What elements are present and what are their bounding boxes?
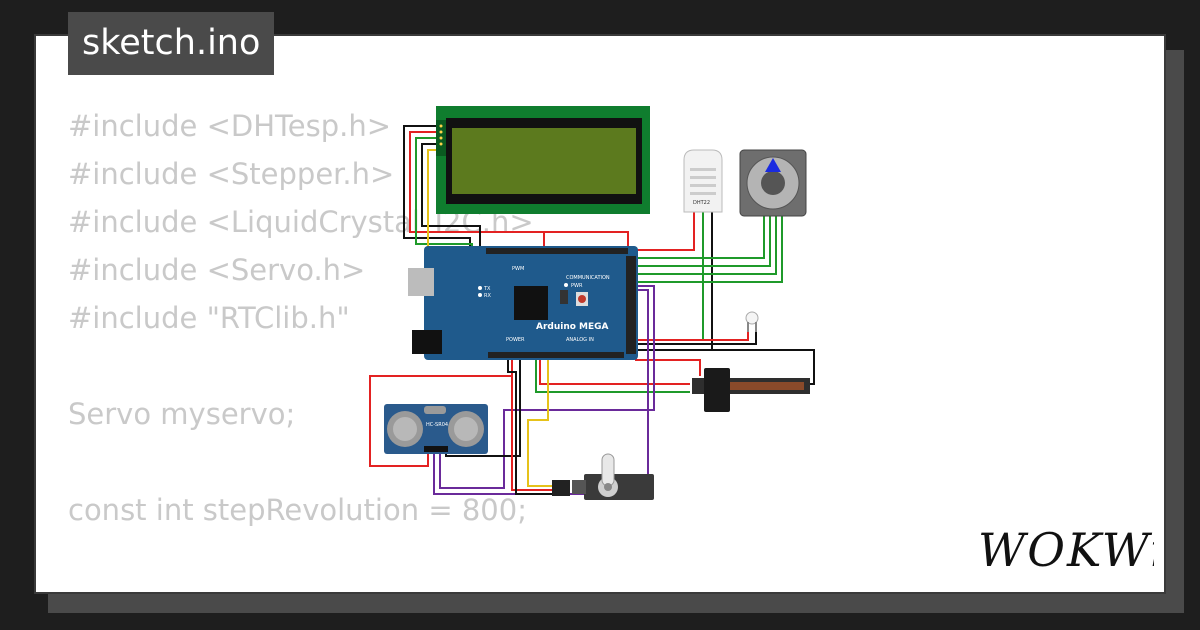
power-label: POWER	[506, 337, 525, 343]
code-line: #include <Servo.h>	[68, 253, 366, 287]
wire-us-echo	[439, 285, 655, 489]
wire-dht-data	[636, 212, 704, 341]
wire-servo-vcc	[511, 360, 570, 491]
wire-servo-signal	[527, 360, 570, 487]
logo-text: WOKWi	[978, 523, 1154, 577]
wire-servo-gnd	[507, 360, 570, 495]
code-line: Stepper myStepper(stepsPerRevolution, 25…	[68, 582, 882, 592]
lcd-display	[436, 106, 650, 214]
code-line: #include <Stepper.h>	[68, 157, 395, 191]
wire-stepper-1	[636, 215, 765, 259]
wire-led-cathode	[636, 330, 757, 345]
board-name: Arduino MEGA	[536, 322, 609, 332]
pwm-label: PWM	[512, 266, 524, 272]
wire-lcd-vcc	[409, 131, 629, 252]
slide-potentiometer	[692, 368, 810, 412]
wire-stepper-2	[636, 215, 771, 267]
ultrasonic-label: HC-SR04	[426, 422, 448, 428]
wire-dht-vcc	[636, 212, 695, 251]
arduino-mega-board: TX RX PWR PWM COMMUNICATION Arduino MEGA…	[408, 246, 638, 360]
analog-label: ANALOG IN	[566, 337, 594, 343]
dht22-sensor: DHT22	[683, 149, 723, 213]
servo-motor	[552, 453, 654, 500]
code-line: #include "RTClib.h"	[68, 301, 350, 335]
led	[745, 311, 759, 332]
file-name-tab: sketch.ino	[68, 12, 275, 75]
wire-stepper-3	[636, 215, 777, 275]
stepper-motor	[739, 149, 807, 217]
dht-label: DHT22	[693, 200, 710, 206]
code-line: const int stepRevolution = 800;	[68, 493, 527, 527]
wire-pot-sig	[535, 360, 690, 393]
pwr-label: PWR	[571, 283, 583, 289]
rx-label: RX	[484, 293, 491, 299]
wire-pot-a	[635, 292, 701, 376]
communication-label: COMMUNICATION	[566, 275, 610, 281]
wire-lcd-scl	[421, 143, 481, 254]
code-line: #include <DHTesp.h>	[68, 109, 392, 143]
ultrasonic-sensor: HC-SR04	[384, 404, 488, 454]
code-line: Servo myservo;	[68, 397, 296, 431]
wire-pot-gnd	[636, 349, 815, 385]
wire-stepper-4	[636, 215, 783, 283]
wokwi-logo: WOKWi	[978, 523, 1154, 577]
tx-label: TX	[483, 286, 491, 292]
wire-pot-b	[539, 360, 690, 385]
